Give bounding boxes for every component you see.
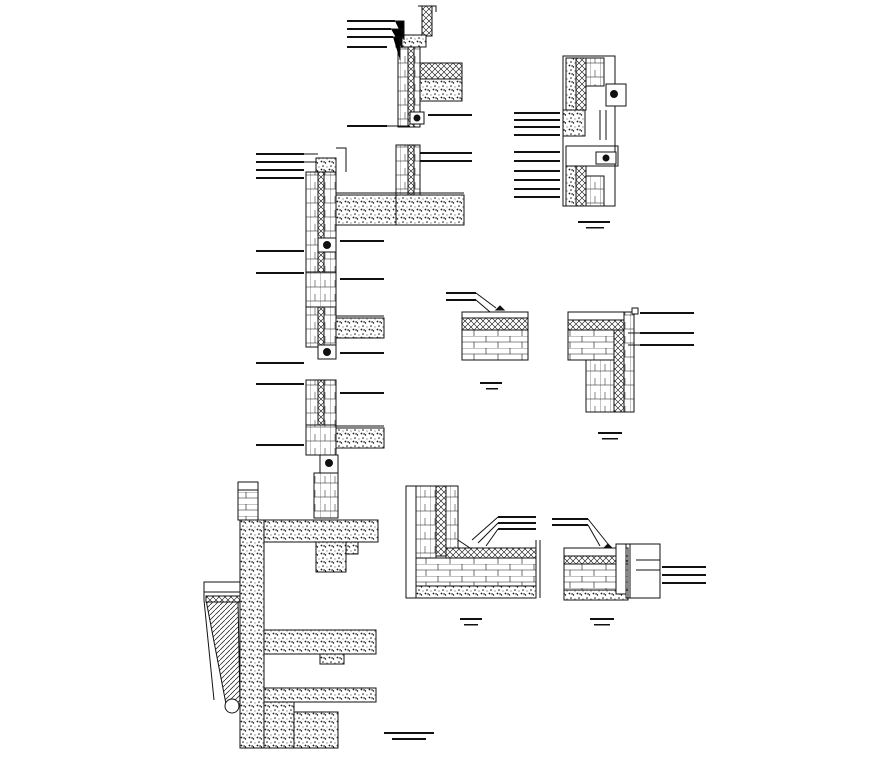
annotation-leader — [340, 352, 384, 354]
annotation-leader — [420, 160, 472, 162]
annotation-leader — [428, 114, 472, 116]
annotation-leader — [256, 362, 304, 364]
annotation-leader — [256, 250, 304, 252]
annotation-leader — [347, 46, 387, 48]
parapet-corner-detail — [567, 307, 639, 413]
window-head-sill-detail — [562, 55, 627, 207]
annotation-leader — [340, 240, 384, 242]
main-section-annotations — [256, 20, 472, 740]
roof-edge-annotations — [446, 292, 502, 390]
annotation-leader — [256, 153, 318, 155]
wall-floor-junction-detail — [405, 485, 541, 599]
roof-edge-detail-a — [461, 305, 529, 361]
annotation-leader — [256, 169, 304, 171]
annotation-leader — [256, 272, 304, 274]
annotation-leader — [420, 152, 472, 154]
annotation-leader — [340, 392, 384, 394]
floor-window-annotations — [552, 518, 706, 626]
annotation-leader — [256, 444, 304, 446]
main-wall-section — [203, 5, 465, 749]
annotation-leader — [347, 125, 410, 127]
detail-title-underline — [384, 732, 434, 740]
annotation-leader — [340, 278, 384, 280]
wall-floor-junction-annotations — [460, 516, 536, 626]
annotation-leader — [256, 161, 316, 163]
annotation-leader — [256, 177, 304, 179]
parapet-corner-annotations — [598, 312, 694, 440]
annotation-leader — [256, 383, 304, 385]
annotation-leader — [347, 36, 401, 60]
window-detail-annotations — [514, 112, 610, 229]
floor-window-detail — [563, 543, 661, 601]
